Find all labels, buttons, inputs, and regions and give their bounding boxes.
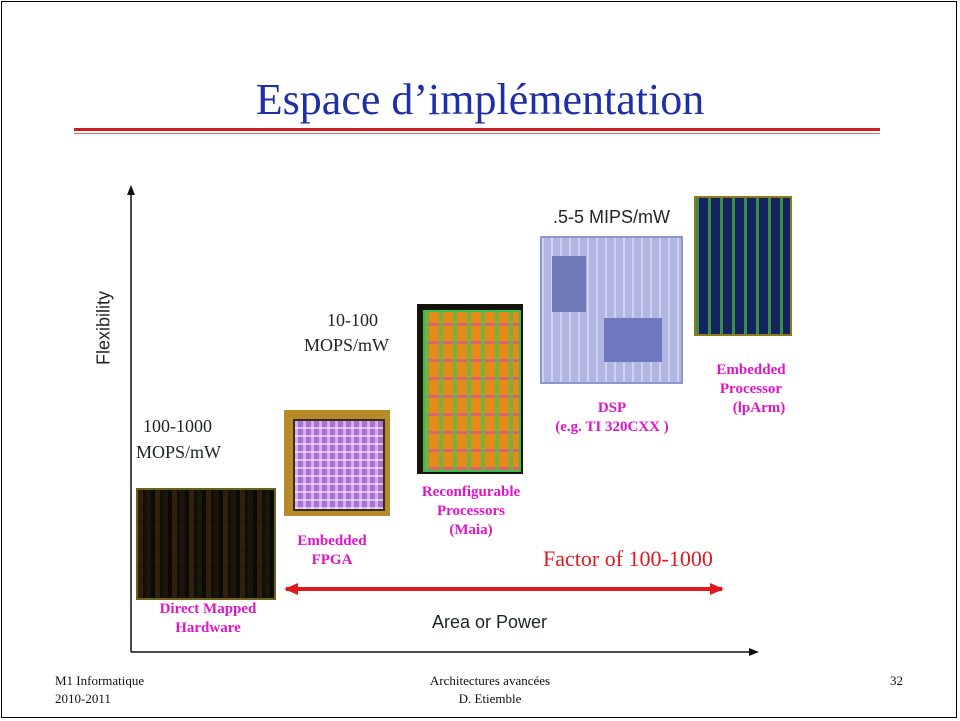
- footer-left: M1 Informatique 2010-2011: [55, 673, 145, 706]
- title-underline: [74, 128, 880, 131]
- metric-hardware-line2: MOPS/mW: [136, 442, 222, 462]
- label-embedded-processor: Embedded Processor (lpArm): [716, 362, 786, 416]
- y-axis-label: Flexibility: [93, 290, 114, 366]
- x-axis-label: Area or Power: [432, 612, 548, 632]
- label-direct-mapped: Direct Mapped Hardware: [159, 601, 257, 636]
- page-number: 32: [890, 673, 903, 688]
- factor-label: Factor of 100-1000: [543, 546, 713, 571]
- label-dsp: DSP (e.g. TI 320CXX ): [555, 400, 669, 435]
- fpga-chip-image: [284, 410, 390, 516]
- embedded-processor-chip-image: [694, 196, 792, 336]
- metric-hardware-line1: 100-1000: [143, 416, 212, 436]
- metric-processor: .5-5 MIPS/mW: [553, 207, 671, 227]
- footer-center: Architectures avancées D. Etiemble: [429, 673, 551, 706]
- metric-reconfig-line2: MOPS/mW: [304, 335, 390, 355]
- label-reconfigurable: Reconfigurable Processors (Maia): [421, 484, 521, 538]
- reconfigurable-chip-image: [417, 304, 523, 474]
- metric-reconfig-line1: 10-100: [327, 310, 378, 330]
- slide-title: Espace d’implémentation: [255, 75, 705, 124]
- direct-mapped-chip-image: [136, 488, 276, 600]
- title-underline-thin: [74, 133, 880, 134]
- dsp-chip-image: [540, 236, 683, 384]
- label-embedded-fpga: Embedded FPGA: [297, 533, 367, 568]
